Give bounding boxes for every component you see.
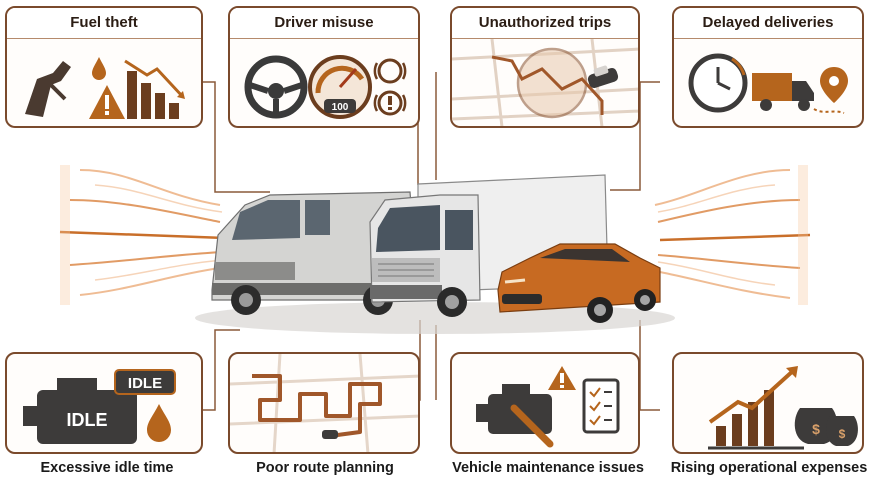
winding-route-icon: [252, 374, 382, 438]
fuel-drop-icon: [92, 57, 106, 80]
warning-icon: [548, 366, 576, 390]
idle-label-badge: IDLE: [114, 369, 176, 395]
data-stream-right: [654, 165, 811, 305]
card-title: Driver misuse: [230, 8, 418, 39]
wrench-icon: [510, 404, 554, 448]
svg-text:$: $: [839, 427, 846, 441]
rising-expenses-icon-group: $ $: [708, 366, 858, 450]
speed-value-text: 100: [332, 102, 349, 113]
steering-wheel-icon: [244, 55, 308, 119]
engine-icon: IDLE: [23, 378, 137, 444]
brake-warning-icon: [373, 58, 407, 116]
car-icon: [587, 65, 619, 88]
car-icon: [322, 430, 338, 439]
card-unauthorized-trips: Unauthorized trips: [450, 6, 640, 128]
poor-route-icon-group: [230, 354, 418, 452]
oil-drop-icon: [147, 404, 171, 442]
rising-bar-chart-icon: [708, 366, 804, 450]
caption-excessive-idle-time: Excessive idle time: [40, 460, 174, 476]
card-title: Fuel theft: [7, 8, 201, 39]
unauthorized-trips-icon-group: [452, 39, 638, 126]
checklist-icon: [582, 378, 620, 434]
warning-icon: [89, 85, 125, 119]
idle-badge-primary: IDLE: [66, 410, 107, 430]
card-excessive-idle-time: IDLE IDLE: [5, 352, 203, 454]
card-delayed-deliveries: Delayed deliveries: [672, 6, 864, 128]
map-grid-icon: [230, 354, 418, 452]
caption-poor-route-planning: Poor route planning: [256, 460, 394, 476]
card-fuel-theft: Fuel theft: [5, 6, 203, 128]
delayed-deliveries-icon-group: [688, 53, 848, 114]
fuel-nozzle-icon: [25, 61, 71, 117]
data-stream-left: [59, 165, 226, 305]
card-driver-misuse: Driver misuse 100: [228, 6, 420, 128]
card-rising-operational-expenses: $ $: [672, 352, 864, 454]
sedan-car-illustration: [497, 243, 661, 323]
vehicle-shadow: [195, 302, 675, 334]
maintenance-icon-group: [476, 366, 620, 448]
speedometer-icon: 100: [308, 55, 372, 119]
svg-text:$: $: [812, 421, 820, 437]
money-bag-icon: $ $: [794, 408, 858, 446]
idle-badge-secondary: IDLE: [128, 375, 162, 392]
card-title: Delayed deliveries: [674, 8, 862, 39]
idle-engine-icon-group: IDLE IDLE: [23, 369, 176, 444]
geofence-circle-icon: [491, 47, 604, 119]
caption-vehicle-maintenance-issues: Vehicle maintenance issues: [452, 460, 644, 476]
truck-illustration: [369, 174, 609, 317]
delivery-truck-icon: [752, 73, 814, 111]
location-pin-icon: [813, 67, 848, 114]
clock-icon: [688, 53, 748, 113]
fuel-theft-icon-group: [25, 57, 185, 119]
declining-bar-chart-icon: [124, 59, 185, 119]
driver-misuse-icon-group: 100: [244, 55, 407, 119]
card-title: Unauthorized trips: [452, 8, 638, 39]
card-poor-route-planning: [228, 352, 420, 454]
caption-rising-operational-expenses: Rising operational expenses: [670, 460, 868, 476]
card-vehicle-maintenance-issues: [450, 352, 640, 454]
